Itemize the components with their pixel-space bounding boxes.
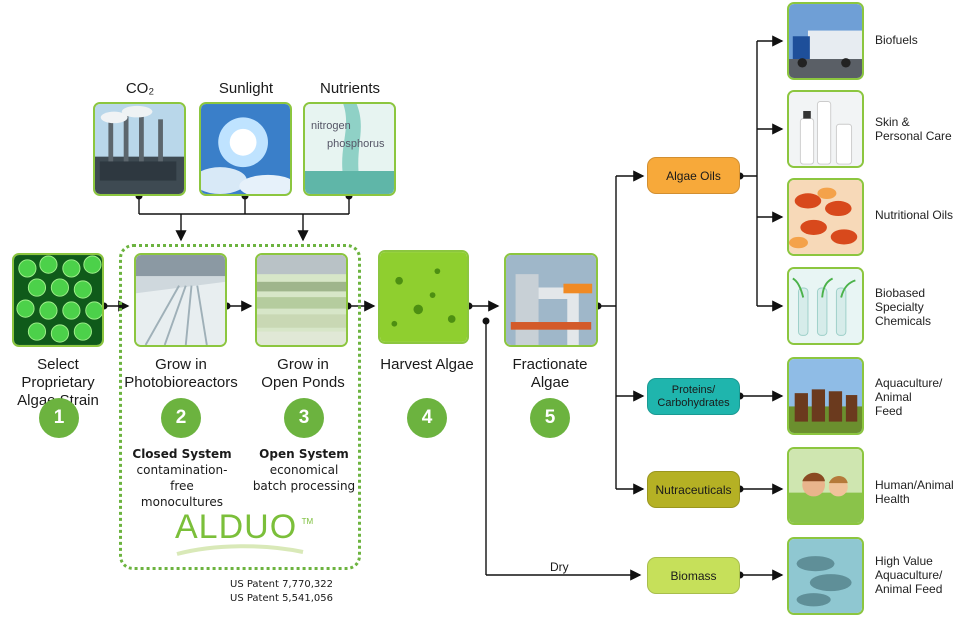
alduo-logo: ALDUO TM [175, 508, 315, 558]
nutritional-oil-capsules-image [787, 178, 864, 256]
closed-system-note: Closed System contamination-free monocul… [132, 447, 232, 509]
cattle-image [787, 357, 864, 435]
skin-care-bottles-image [787, 90, 864, 168]
algae-oils-pill: Algae Oils [647, 157, 740, 194]
co2-factory-image [93, 102, 186, 196]
nutrient-phosphorus-text: phosphorus [327, 138, 385, 150]
photobioreactors-image [134, 253, 227, 347]
fish-image [787, 537, 864, 615]
step5-number: 5 [530, 398, 570, 438]
biomass-pill: Biomass [647, 557, 740, 594]
step3-number: 3 [284, 398, 324, 438]
open-system-note: Open System economical batch processing [252, 447, 356, 493]
fractionate-image [504, 253, 598, 347]
co2-label: CO₂ [125, 80, 155, 97]
nutraceuticals-pill: Nutraceuticals [647, 471, 740, 508]
nutritional-oils-label: Nutritional Oils [875, 208, 954, 222]
nutrients-label: Nutrients [319, 80, 381, 97]
nutrients-water-image: nitrogen phosphorus [303, 102, 396, 196]
nutrient-nitrogen-text: nitrogen [311, 120, 351, 132]
skin-personal-care-label: Skin &Personal Care [875, 115, 952, 143]
open-ponds-image [255, 253, 348, 347]
alduo-system-box [119, 244, 361, 570]
sunlight-label: Sunlight [218, 80, 274, 97]
dry-label: Dry [550, 560, 569, 574]
proteins-carbohydrates-pill: Proteins/Carbohydrates [647, 378, 740, 415]
harvest-algae-image [378, 250, 469, 344]
chemicals-test-tubes-image [787, 267, 864, 345]
people-health-image [787, 447, 864, 525]
biofuels-truck-image [787, 2, 864, 80]
biofuels-label: Biofuels [875, 33, 918, 47]
sunlight-image [199, 102, 292, 196]
step4-label: Harvest Algae [380, 356, 474, 373]
step1-number: 1 [39, 398, 79, 438]
algae-strain-image [12, 253, 104, 347]
step2-number: 2 [161, 398, 201, 438]
step4-number: 4 [407, 398, 447, 438]
